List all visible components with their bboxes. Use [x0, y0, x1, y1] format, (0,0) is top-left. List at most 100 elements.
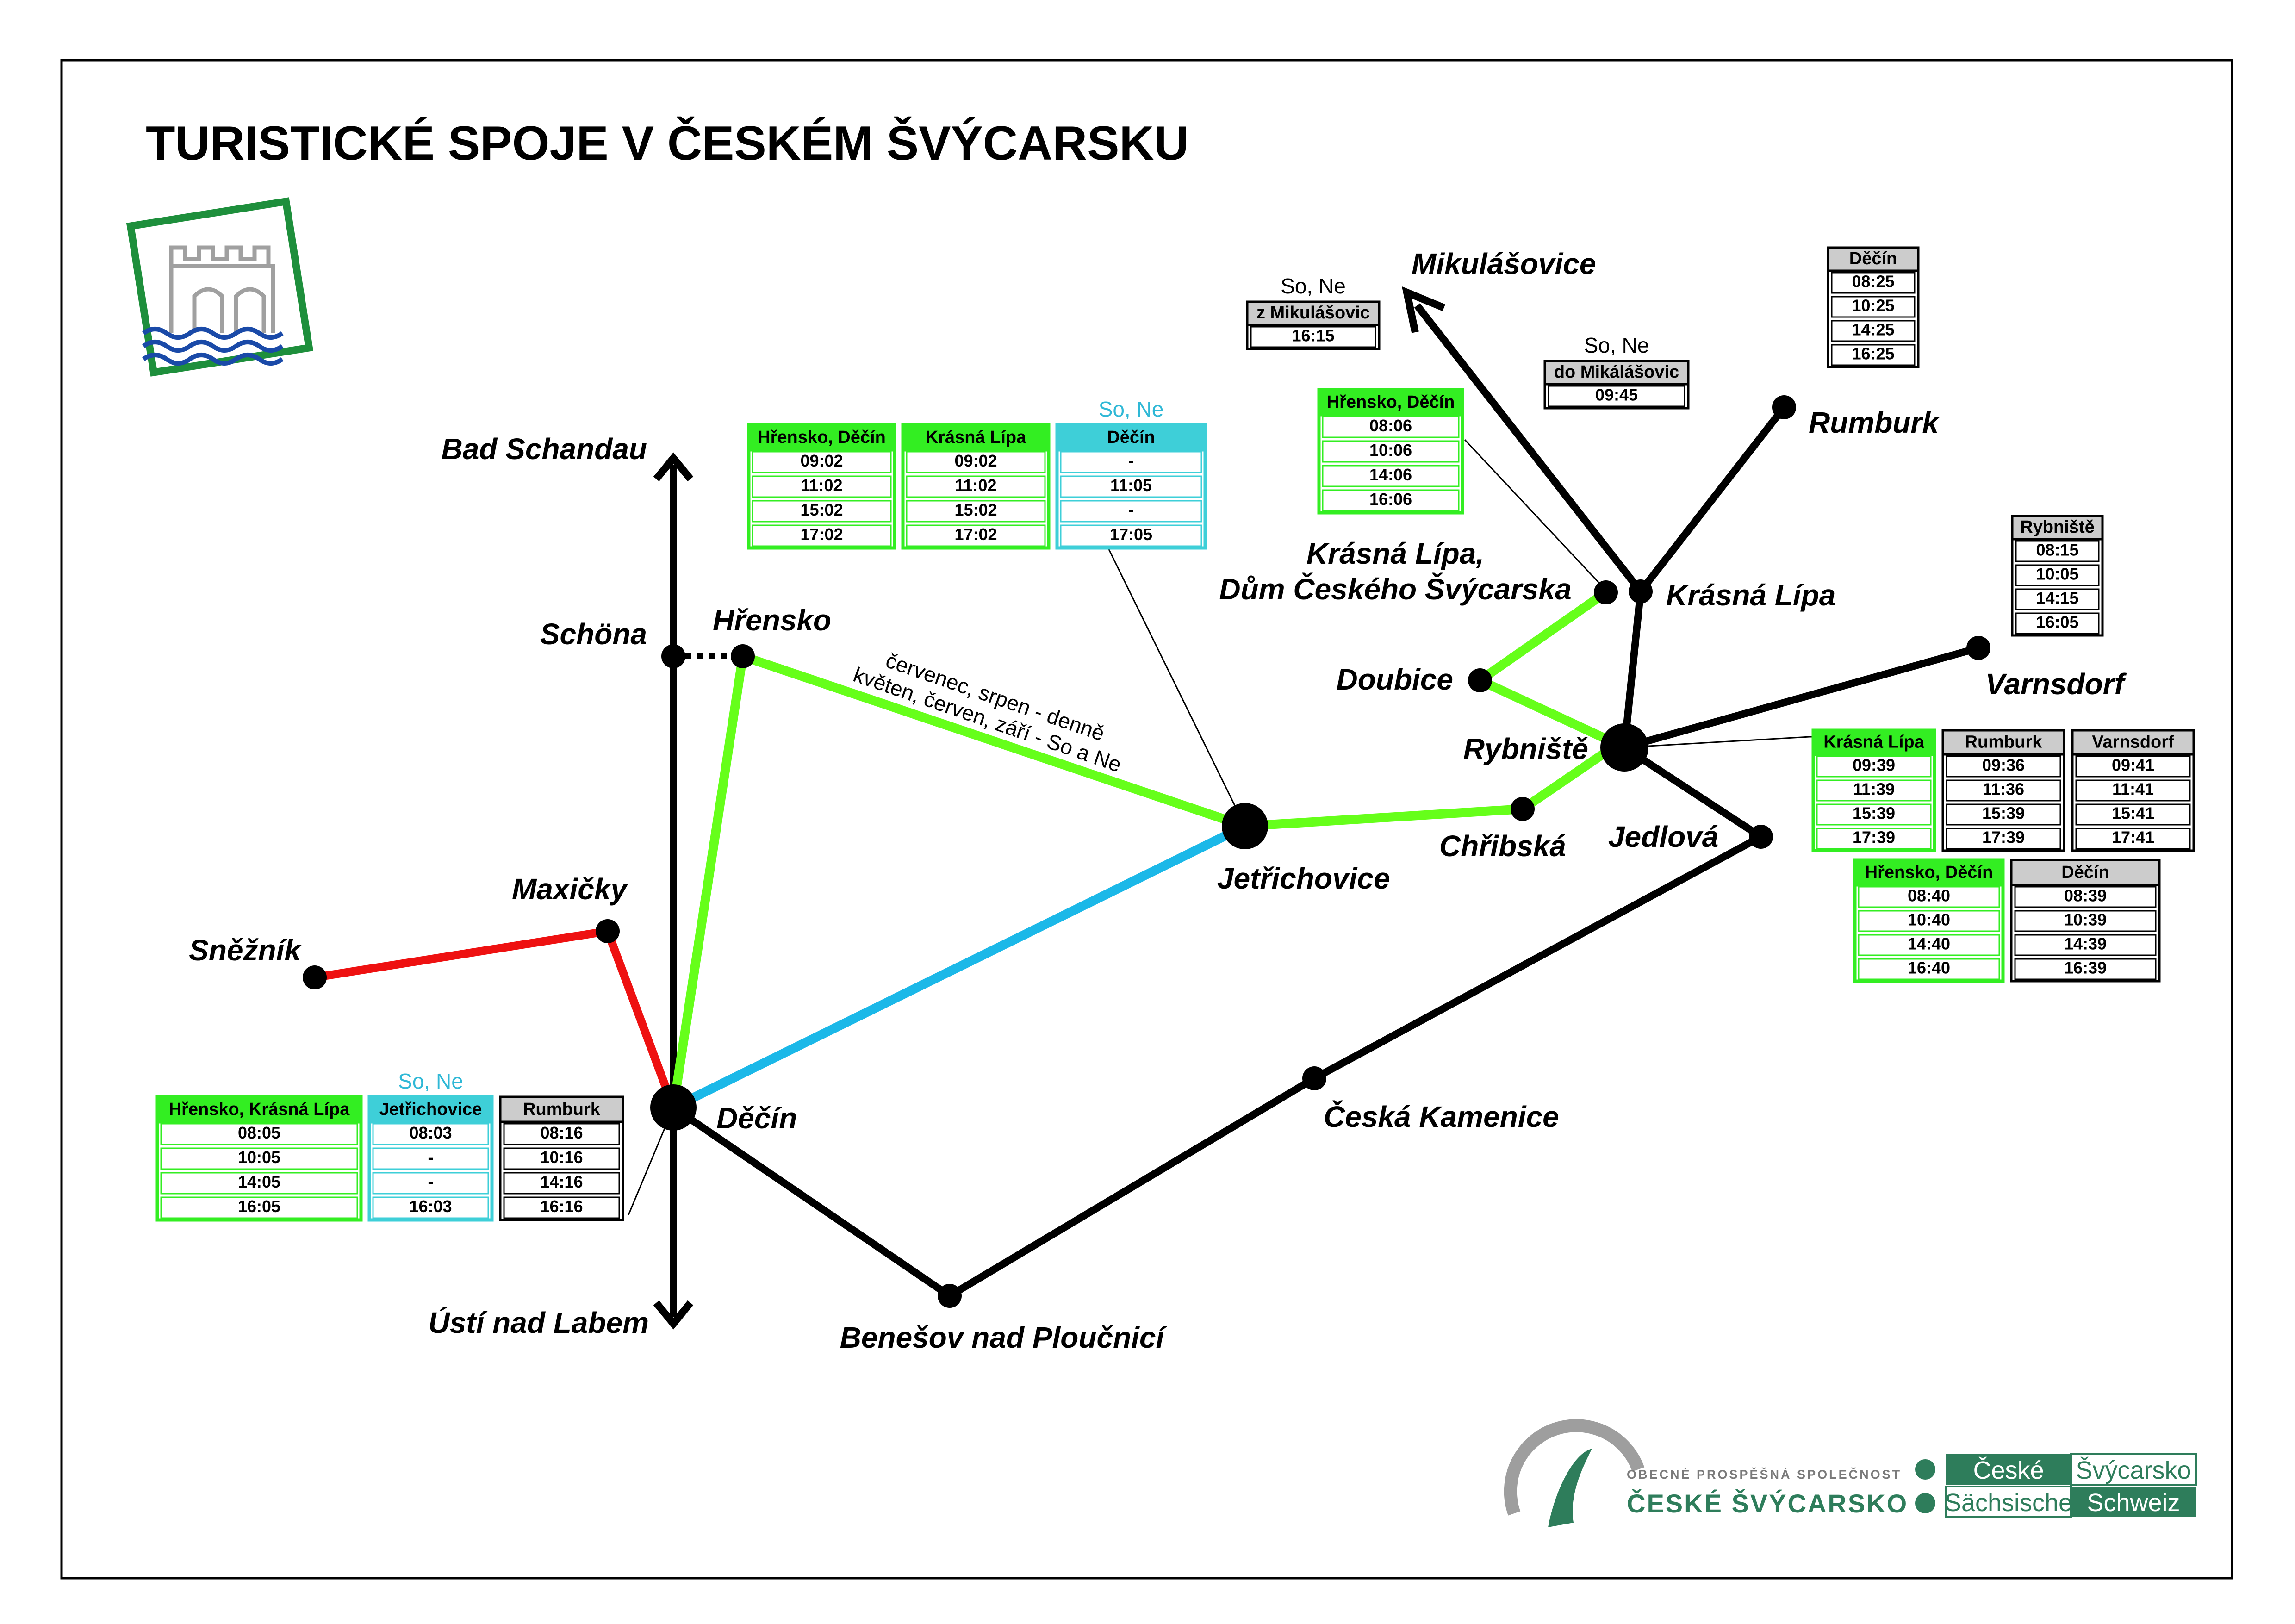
timetable-cell-box — [1322, 489, 1460, 512]
ops-name-small: OBECNÉ PROSPĚŠNÁ SPOLEČNOST — [1627, 1467, 1902, 1481]
stop-sneznik — [303, 965, 327, 989]
timetable-cell-box — [752, 475, 892, 498]
partner-ceske: České — [1973, 1456, 2044, 1484]
timetable-cell-box — [2075, 828, 2191, 850]
timetable-header-bg — [2071, 729, 2195, 756]
timetable-header-bg — [1811, 728, 1936, 756]
timetable-header: Rumburk — [1965, 732, 2043, 752]
timetable-cell: 14:05 — [238, 1172, 280, 1191]
timetable-cell-box — [1858, 910, 2000, 932]
timetable-cell-box — [2015, 540, 2100, 562]
label-mikulasovice: Mikulášovice — [1412, 247, 1596, 280]
timetable-header: Hřensko, Děčín — [758, 428, 886, 447]
stop-benesov — [938, 1284, 962, 1308]
timetable-cell-box — [2014, 958, 2157, 980]
label-maxicky: Maxičky — [512, 872, 628, 906]
ops-logo-leaf — [1548, 1449, 1592, 1527]
timetable-cell: 10:16 — [540, 1148, 583, 1167]
timetable-cell-box — [1060, 524, 1202, 547]
timetable-cell-box — [1858, 958, 2000, 980]
timetable-cell-box — [1946, 779, 2061, 802]
timetable-cell: 16:06 — [1369, 490, 1412, 509]
timetable-cell: 08:15 — [2036, 540, 2078, 559]
ops-logo: OBECNÉ PROSPĚŠNÁ SPOLEČNOST ČESKÉ ŠVÝCAR… — [1504, 1419, 1908, 1527]
route-rybniste-krasnalipa — [1621, 591, 1644, 748]
timetable-cell: 08:05 — [238, 1123, 280, 1142]
timetable-cell-box — [372, 1147, 489, 1170]
timetable-cell: 10:06 — [1369, 441, 1412, 460]
timetable-caption: So, Ne — [1584, 333, 1649, 357]
timetable-header-bg — [1543, 360, 1690, 386]
timetable-cell: 15:41 — [2112, 803, 2154, 822]
timetable-cell-box — [1816, 803, 1932, 826]
label-ceska-kamenice: Česká Kamenice — [1324, 1100, 1559, 1133]
timetable-cell: 16:05 — [238, 1197, 280, 1216]
timetable-header: Rumburk — [523, 1100, 601, 1119]
timetable-header-bg — [1853, 858, 2005, 887]
timetable-cell: 09:36 — [1982, 755, 2025, 774]
label-jedlova: Jedlová — [1608, 820, 1718, 853]
timetable-header: z Mikulášovic — [1256, 303, 1370, 323]
timetable-cell: 16:16 — [540, 1197, 583, 1216]
label-usti: Ústí nad Labem — [428, 1306, 649, 1339]
label-chribska: Chřibská — [1439, 829, 1566, 863]
label-jetrichovice: Jetřichovice — [1217, 862, 1390, 895]
stop-hrensko — [731, 644, 755, 668]
timetable-cell: 15:39 — [1982, 803, 2025, 822]
timetable-cell-box — [1816, 779, 1932, 802]
timetable-cell-box — [160, 1172, 358, 1195]
timetable-cell: 17:02 — [954, 525, 997, 544]
timetable-cell-box — [1816, 828, 1932, 850]
timetable-cell: 14:40 — [1908, 934, 1950, 953]
timetable-cell: 14:06 — [1369, 465, 1412, 484]
timetable-cell-box — [2015, 612, 2100, 635]
timetable-cell: - — [428, 1148, 434, 1167]
timetable-cell-box — [906, 451, 1046, 473]
timetable-jedlova: Hřensko, Děčín08:4010:4014:4016:40Děčín0… — [1853, 858, 2161, 983]
timetable-column: Děčín-11:05-17:05 — [1055, 423, 1207, 550]
timetable-cell: 15:02 — [954, 500, 997, 519]
timetable-header: Rybniště — [2020, 517, 2094, 537]
timetable-cell-box — [1946, 755, 2061, 778]
timetable-cell-box — [2075, 755, 2191, 778]
timetable-cell-box — [1060, 475, 1202, 498]
arrow-mikulasovice — [1402, 286, 1446, 333]
timetable-cell-box — [372, 1172, 489, 1195]
timetable-caption: So, Ne — [1099, 397, 1164, 421]
timetable-cell-box — [752, 524, 892, 547]
timetable-cell-box — [503, 1196, 620, 1219]
timetable-cell: 17:02 — [800, 525, 843, 544]
stop-jetrichovice — [1222, 803, 1268, 849]
timetable-cell: 15:39 — [1853, 803, 1895, 822]
label-benesov: Benešov nad Ploučnicí — [840, 1321, 1168, 1354]
timetable-cell-box — [1816, 755, 1932, 778]
stop-schona — [661, 644, 685, 668]
timetable-header: Jetřichovice — [379, 1100, 482, 1119]
timetable-cell-box — [1946, 803, 2061, 826]
timetable-cell: 11:41 — [2112, 779, 2154, 798]
stop-decin — [650, 1084, 697, 1131]
timetable-cell-box — [1548, 385, 1685, 407]
timetable-header: do Mikálášovic — [1554, 362, 1679, 382]
timetable-header-bg — [1941, 729, 2065, 756]
arrow-south — [653, 1300, 694, 1330]
timetable-cell-box — [1831, 320, 1916, 342]
stop-krasna-lipa — [1629, 579, 1653, 604]
stop-varnsdorf — [1966, 636, 1990, 660]
timetable-cell: - — [428, 1172, 434, 1191]
label-rumburk: Rumburk — [1809, 406, 1940, 439]
partner-sachsische: Sächsische — [1945, 1489, 2072, 1517]
ops-name-big: ČESKÉ ŠVÝCARSKO — [1627, 1489, 1908, 1518]
